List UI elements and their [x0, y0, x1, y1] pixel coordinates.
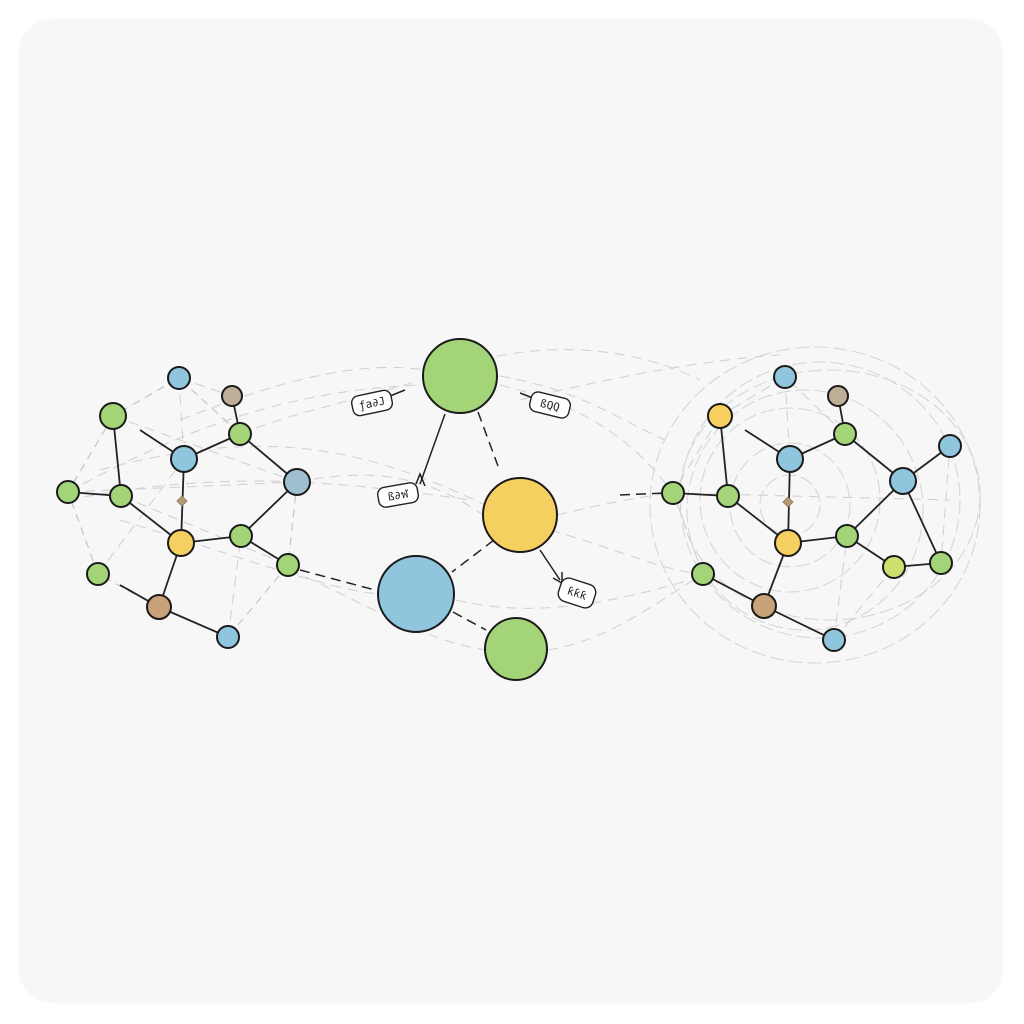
node-b6	[776, 445, 804, 473]
diamond-marker	[176, 495, 188, 507]
left-cluster-nodes	[56, 366, 311, 649]
node-b3	[707, 403, 733, 429]
node-b2	[827, 385, 849, 407]
node-a10	[229, 524, 253, 548]
central-node-blue	[377, 555, 455, 633]
node-b4	[833, 422, 857, 446]
node-a7	[109, 484, 133, 508]
central-node-green-bottom	[484, 617, 548, 681]
edge-label-3: ß∂ฬ	[376, 482, 420, 508]
node-b15	[751, 593, 777, 619]
node-a1	[167, 366, 191, 390]
node-b12	[882, 555, 906, 579]
node-a14	[216, 625, 240, 649]
node-a12	[86, 562, 110, 586]
node-a4	[228, 422, 252, 446]
svg-text:ß∂ฬ: ß∂ฬ	[387, 487, 410, 503]
node-b14	[691, 562, 715, 586]
central-arrows	[299, 389, 666, 631]
central-nodes	[377, 338, 558, 681]
right-cluster-nodes	[661, 365, 962, 652]
link-c2-c3	[451, 539, 495, 573]
diamond-marker	[782, 496, 794, 508]
node-b1	[773, 365, 797, 389]
node-a3	[99, 402, 127, 430]
right-dashed-rings	[649, 346, 981, 664]
node-a11	[276, 553, 300, 577]
node-b5	[938, 434, 962, 458]
node-a8	[283, 468, 311, 496]
node-b8	[661, 481, 685, 505]
node-a9	[167, 529, 195, 557]
edge-label-1: ƒa∂J	[350, 389, 394, 417]
central-node-green-top	[422, 338, 498, 414]
edge-labels: ƒa∂J ßQQ ß∂ฬ ƙƙƙ	[350, 389, 597, 609]
node-b11	[835, 524, 859, 548]
svg-text:ƒa∂J: ƒa∂J	[358, 394, 387, 412]
central-node-yellow	[482, 477, 558, 553]
link-c2-b8	[619, 492, 666, 496]
arrow-c1-to-c2	[477, 411, 499, 467]
node-a13	[146, 594, 172, 620]
arrow-c2-to-l4	[539, 549, 561, 581]
node-b10	[774, 529, 802, 557]
node-b7	[889, 467, 917, 495]
node-b9	[716, 484, 740, 508]
edge-label-4: ƙƙƙ	[557, 577, 597, 609]
node-a6	[56, 480, 80, 504]
link-c3-c4	[452, 611, 487, 631]
node-b13	[929, 551, 953, 575]
node-a5	[170, 445, 198, 473]
node-a2	[221, 385, 243, 407]
edge-label-2: ßQQ	[528, 391, 572, 419]
svg-text:ßQQ: ßQQ	[539, 397, 561, 414]
svg-text:ƙƙƙ: ƙƙƙ	[565, 584, 588, 603]
link-a11-c3	[299, 569, 376, 591]
arrow-c1-to-l3	[419, 413, 446, 485]
node-b16	[822, 628, 846, 652]
